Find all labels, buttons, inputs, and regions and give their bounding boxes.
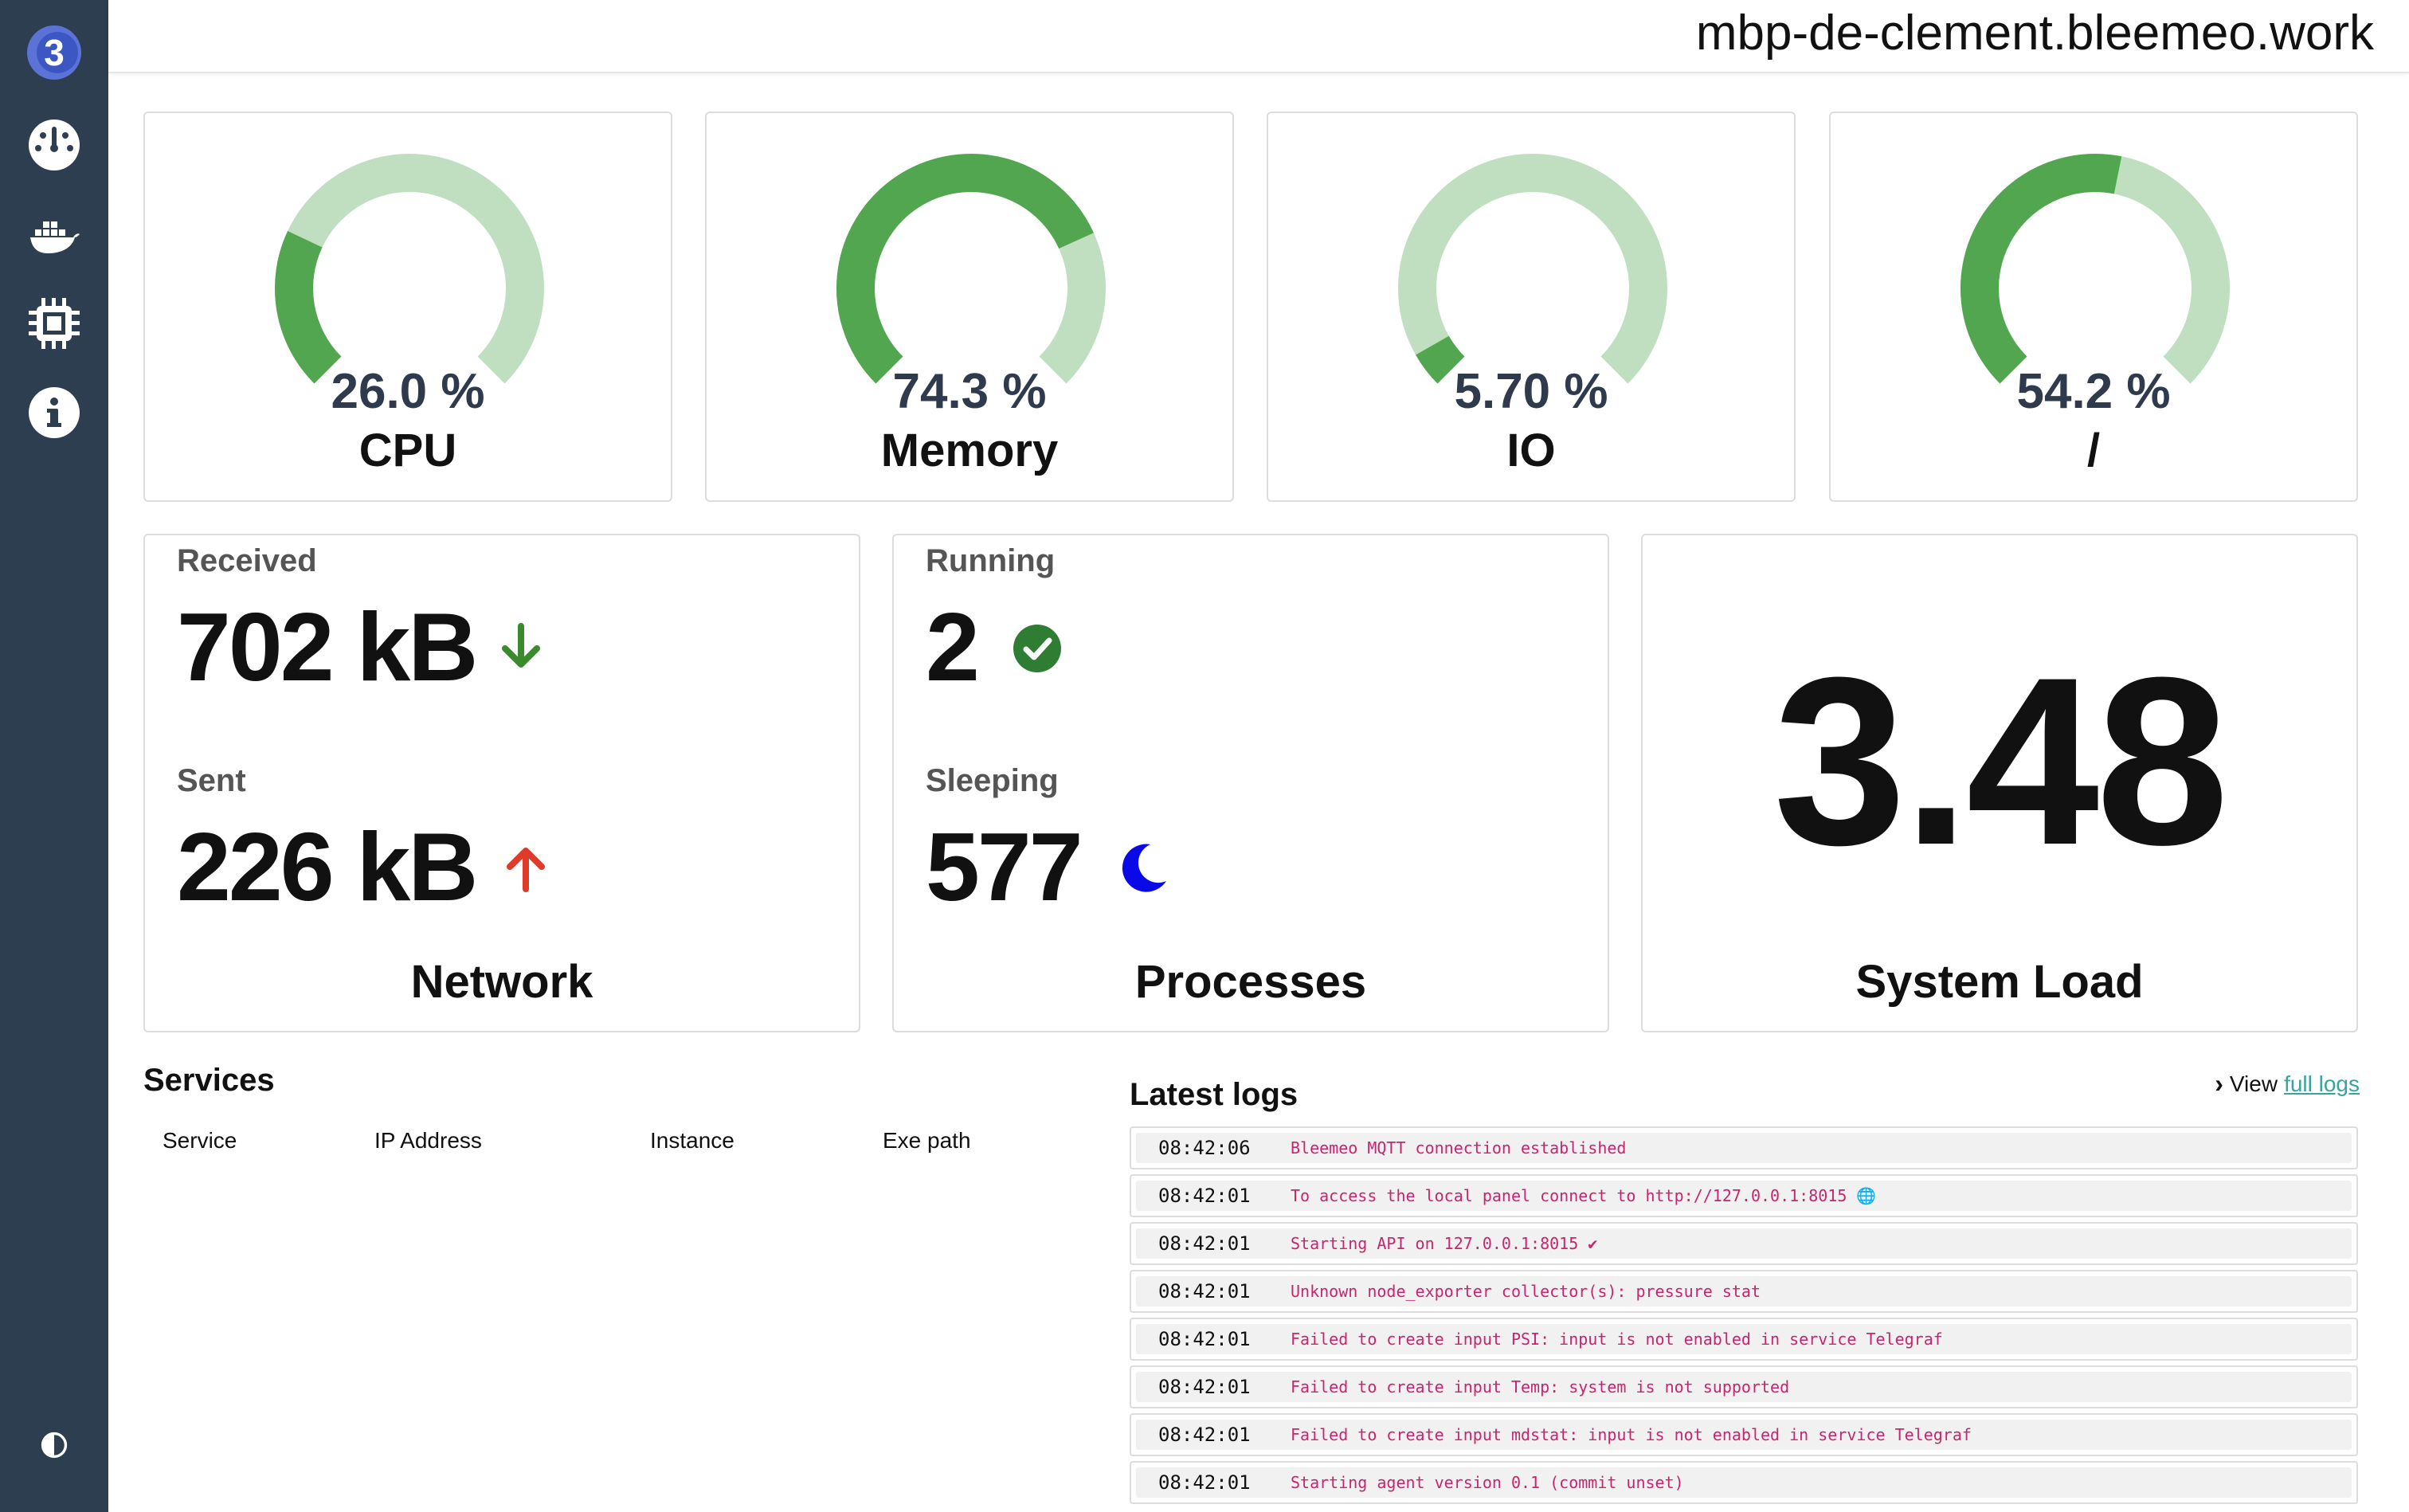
log-entry: 08:42:01 Starting API on 127.0.0.1:8015 ✔: [1136, 1228, 2352, 1259]
log-row: 08:42:01 To access the local panel connec…: [1130, 1174, 2358, 1217]
contrast-icon[interactable]: [38, 1429, 70, 1461]
services-col-service: Service: [163, 1128, 237, 1153]
log-message: To access the local panel connect to htt…: [1291, 1186, 1877, 1205]
dashboard-gauge-icon[interactable]: [25, 116, 83, 174]
check-circle-icon: [1013, 625, 1061, 672]
docker-icon[interactable]: [25, 207, 83, 264]
info-icon[interactable]: [25, 384, 83, 441]
gauge-fill: [1416, 335, 1465, 384]
io-gauge-card: 5.70 % IO: [1267, 112, 1796, 502]
log-row: 08:42:01 Unknown node_exporter collector(…: [1130, 1270, 2358, 1313]
memory-gauge-card: 74.3 % Memory: [705, 112, 1234, 502]
view-logs-prefix: View: [2229, 1071, 2278, 1096]
system-load-title: System Load: [1855, 956, 2144, 1008]
services-col-ip: IP Address: [374, 1128, 482, 1153]
log-row: 08:42:01 Failed to create input PSI: inpu…: [1130, 1318, 2358, 1361]
network-title: Network: [410, 956, 593, 1008]
io-gauge: [1398, 154, 1667, 384]
received-value: 702 kB: [177, 593, 478, 701]
chevron-right-icon: ›: [2215, 1069, 2223, 1098]
network-card: Received 702 kB Sent 226 kB Network: [143, 534, 860, 1032]
cpu-gauge: [275, 154, 544, 384]
log-entry: 08:42:01 Unknown node_exporter collector(…: [1136, 1276, 2352, 1306]
disk-gauge-value: 54.2 %: [2016, 364, 2171, 419]
running-value: 2: [926, 593, 980, 701]
arrow-up-icon: [507, 848, 545, 892]
log-row: 08:42:01 Failed to create input mdstat: i…: [1130, 1413, 2358, 1456]
processes-title: Processes: [1134, 956, 1367, 1008]
hostname-title: mbp-de-clement.bleemeo.work: [1695, 6, 2374, 61]
cpu-gauge-label: CPU: [358, 425, 457, 476]
sent-label: Sent: [177, 763, 246, 798]
log-timestamp: 08:42:06: [1158, 1137, 1251, 1159]
log-message: Failed to create input Temp: system is n…: [1291, 1377, 1790, 1396]
bleemeo-logo-icon[interactable]: 3: [25, 24, 83, 81]
latest-logs-title: Latest logs: [1130, 1077, 1299, 1112]
memory-gauge-label: Memory: [880, 425, 1059, 476]
log-message: Failed to create input mdstat: input is …: [1291, 1425, 1972, 1444]
gauge-track: [1398, 154, 1667, 384]
gauge-fill: [1960, 154, 2122, 384]
disk-gauge-card: 54.2 % /: [1829, 112, 2358, 502]
log-entry: 08:42:01 Failed to create input Temp: sys…: [1136, 1372, 2352, 1402]
log-message: Bleemeo MQTT connection established: [1291, 1138, 1627, 1158]
cpu-chip-icon[interactable]: [25, 295, 83, 352]
log-message: Starting API on 127.0.0.1:8015 ✔: [1291, 1234, 1598, 1253]
logs-list: 08:42:06 Bleemeo MQTT connection establis…: [1130, 1126, 2358, 1509]
cpu-gauge-card: 26.0 % CPU: [143, 112, 672, 502]
sleeping-label: Sleeping: [926, 763, 1059, 798]
view-full-logs: › View full logs: [2215, 1069, 2360, 1099]
log-message: Failed to create input PSI: input is not…: [1291, 1330, 1943, 1349]
log-entry: 08:42:01 Failed to create input mdstat: i…: [1136, 1420, 2352, 1450]
received-label: Received: [177, 543, 317, 578]
log-timestamp: 08:42:01: [1158, 1376, 1251, 1398]
log-row: 08:42:01 Starting API on 127.0.0.1:8015 ✔: [1130, 1222, 2358, 1265]
arrow-down-icon: [502, 623, 540, 668]
log-row: 08:42:06 Bleemeo MQTT connection establis…: [1130, 1126, 2358, 1169]
memory-gauge-value: 74.3 %: [892, 364, 1047, 419]
log-timestamp: 08:42:01: [1158, 1280, 1251, 1302]
disk-gauge: [1960, 154, 2230, 384]
log-row: 08:42:01 Starting agent version 0.1 (comm…: [1130, 1461, 2358, 1504]
services-title: Services: [143, 1063, 275, 1098]
log-message: Unknown node_exporter collector(s): pres…: [1291, 1282, 1761, 1301]
io-gauge-value: 5.70 %: [1454, 364, 1608, 419]
services-col-exe-path: Exe path: [883, 1128, 971, 1153]
top-header: mbp-de-clement.bleemeo.work: [108, 0, 2409, 73]
log-message: Starting agent version 0.1 (commit unset…: [1291, 1473, 1684, 1492]
memory-gauge: [836, 154, 1106, 384]
sidebar: 3: [0, 0, 108, 1512]
processes-card: Running 2 Sleeping 577 Processes: [892, 534, 1609, 1032]
svg-text:3: 3: [44, 32, 65, 73]
log-entry: 08:42:01 To access the local panel connec…: [1136, 1181, 2352, 1211]
sleeping-value: 577: [926, 813, 1083, 921]
services-col-instance: Instance: [650, 1128, 734, 1153]
running-label: Running: [926, 543, 1056, 578]
system-load-card: 3.48 System Load: [1641, 534, 2358, 1032]
log-timestamp: 08:42:01: [1158, 1471, 1251, 1494]
log-entry: 08:42:06 Bleemeo MQTT connection establis…: [1136, 1133, 2352, 1163]
gauge-fill: [275, 231, 342, 384]
gauge-track: [275, 154, 544, 384]
io-gauge-label: IO: [1506, 425, 1556, 476]
system-load-value: 3.48: [1773, 627, 2229, 895]
sent-value: 226 kB: [177, 813, 478, 921]
gauge-fill: [836, 154, 1094, 384]
log-entry: 08:42:01 Failed to create input PSI: inpu…: [1136, 1324, 2352, 1354]
full-logs-link[interactable]: full logs: [2284, 1071, 2360, 1096]
log-row: 08:42:01 Failed to create input Temp: sys…: [1130, 1365, 2358, 1408]
log-timestamp: 08:42:01: [1158, 1328, 1251, 1350]
cpu-gauge-value: 26.0 %: [331, 364, 485, 419]
log-timestamp: 08:42:01: [1158, 1185, 1251, 1207]
log-entry: 08:42:01 Starting agent version 0.1 (comm…: [1136, 1467, 2352, 1498]
log-timestamp: 08:42:01: [1158, 1232, 1251, 1255]
disk-gauge-label: /: [2086, 425, 2101, 476]
log-timestamp: 08:42:01: [1158, 1424, 1251, 1446]
moon-icon: [1122, 844, 1166, 892]
